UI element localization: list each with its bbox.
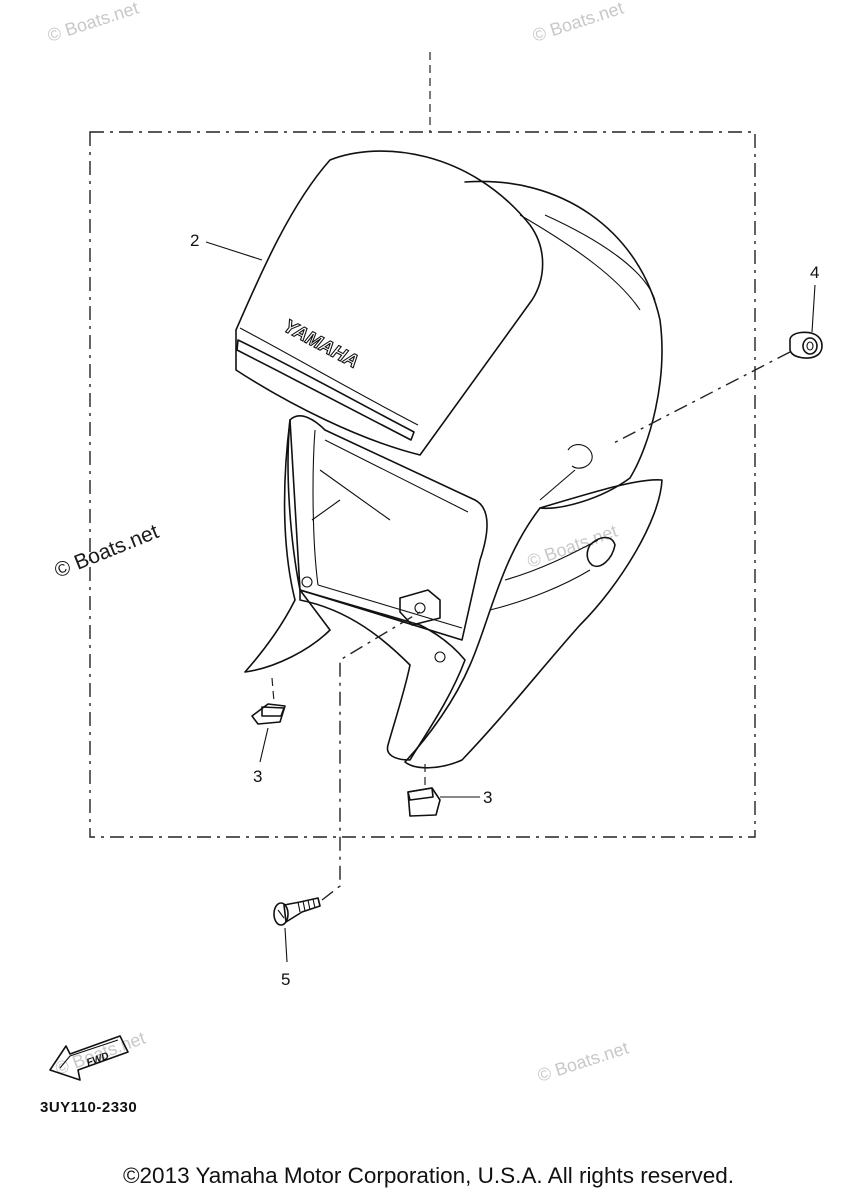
diagram-code: 3UY110-2330 bbox=[40, 1099, 137, 1116]
grommet-part-4 bbox=[789, 331, 823, 359]
watermark-middle-left: © Boats.net bbox=[51, 520, 162, 583]
windshield-brand-text: YAMAHA bbox=[280, 316, 362, 373]
bolt-part-5 bbox=[273, 897, 321, 926]
copyright-notice: ©2013 Yamaha Motor Corporation, U.S.A. A… bbox=[122, 1163, 735, 1188]
callout-2: 2 bbox=[190, 231, 199, 250]
fairing-left-panel bbox=[244, 419, 331, 673]
windshield bbox=[235, 150, 544, 456]
callout-4: 4 bbox=[810, 263, 819, 282]
watermark-middle-right: © Boats.net bbox=[525, 521, 620, 572]
assembly-outline bbox=[89, 131, 756, 838]
callout-3-left: 3 bbox=[253, 767, 262, 786]
watermark-top-left: © Boats.net bbox=[45, 0, 141, 46]
fairing-assembly: YAMAHA bbox=[235, 150, 663, 769]
fairing-right-panel bbox=[404, 478, 663, 769]
fairing-lower-panel bbox=[299, 589, 466, 761]
watermark-bottom-right: © Boats.net bbox=[535, 1038, 631, 1086]
callout-3-right: 3 bbox=[483, 788, 492, 807]
clip-part-3-right bbox=[407, 787, 441, 817]
callout-5: 5 bbox=[281, 970, 290, 989]
watermark-top-right: © Boats.net bbox=[530, 0, 626, 46]
clip-part-3-left bbox=[251, 703, 286, 725]
